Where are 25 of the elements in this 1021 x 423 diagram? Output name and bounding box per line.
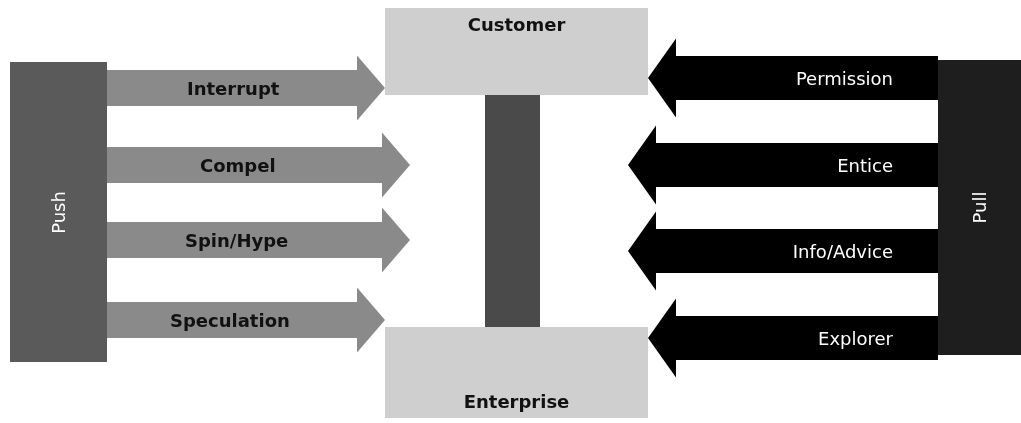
block-arrow <box>107 207 410 273</box>
side-bar <box>10 62 107 362</box>
center-bar <box>485 95 540 327</box>
block-arrow <box>648 298 938 378</box>
block-arrow <box>107 55 385 121</box>
band <box>385 8 648 95</box>
block-arrow <box>107 132 410 198</box>
edge-label: Interrupt <box>187 77 280 99</box>
side-label: Pull <box>969 191 990 224</box>
edge-label: Entice <box>837 154 893 176</box>
edge-label: Speculation <box>170 309 290 331</box>
block-arrow <box>107 287 385 353</box>
side-label: Push <box>48 190 69 234</box>
edge-label: Spin/Hype <box>185 229 289 251</box>
band-label: Customer <box>467 14 566 35</box>
band <box>385 327 648 418</box>
block-arrow <box>628 125 938 205</box>
edge-label: Explorer <box>818 327 893 349</box>
side-bar <box>938 60 1021 355</box>
edge-label: Info/Advice <box>792 240 893 262</box>
block-arrow <box>628 211 938 291</box>
block-arrow <box>648 38 938 118</box>
edge-label: Permission <box>795 67 893 89</box>
band-label: Enterprise <box>463 391 570 412</box>
edge-label: Compel <box>200 154 276 176</box>
